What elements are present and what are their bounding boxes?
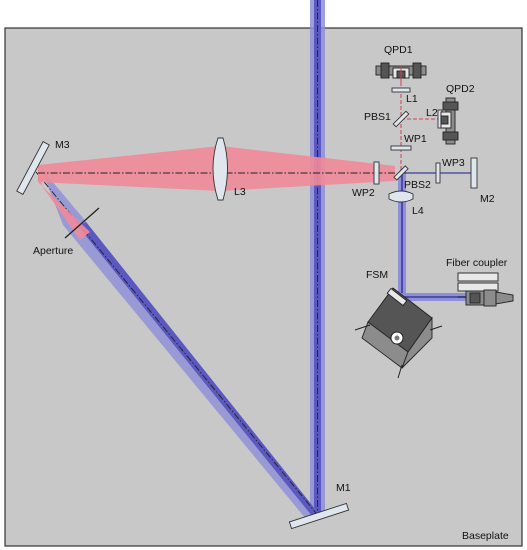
wp2-plate <box>373 161 380 185</box>
m1-mirror <box>288 502 350 530</box>
fiber-coupler <box>457 272 514 307</box>
wp3-plate <box>435 162 441 184</box>
label-m3: M3 <box>55 139 70 151</box>
label-wp2: WP2 <box>352 187 375 199</box>
pbs1-splitter <box>392 110 410 128</box>
m2-mirror <box>470 157 478 189</box>
label-l3: L3 <box>234 186 246 198</box>
label-baseplate: Baseplate <box>462 530 509 542</box>
blue-beam-vertical <box>310 0 325 513</box>
label-l2: L2 <box>426 107 438 119</box>
qpd1-detector <box>375 62 427 84</box>
wp1-plate <box>390 145 412 151</box>
pbs2-splitter <box>393 165 409 181</box>
label-fsm: FSM <box>366 269 388 281</box>
label-l4: L4 <box>412 205 424 217</box>
m3-mirror <box>16 141 50 195</box>
label-pbs2: PBS2 <box>404 179 431 191</box>
qpd2-detector <box>440 97 459 145</box>
label-qpd2: QPD2 <box>446 83 475 95</box>
label-qpd1: QPD1 <box>384 44 413 56</box>
aperture-stop <box>64 207 100 239</box>
label-l1: L1 <box>406 93 418 105</box>
label-aperture: Aperture <box>33 245 73 257</box>
label-fiber-coupler: Fiber coupler <box>446 257 508 269</box>
l1-lens <box>391 87 411 93</box>
fsm-mirror-mount <box>354 287 443 379</box>
label-pbs1: PBS1 <box>364 111 391 123</box>
l3-lens <box>212 137 228 201</box>
l4-lens <box>388 190 414 203</box>
label-wp3: WP3 <box>442 157 465 169</box>
label-m1: M1 <box>336 482 351 494</box>
blue-beam-diagonal <box>35 168 320 519</box>
label-m2: M2 <box>480 193 495 205</box>
label-wp1: WP1 <box>404 133 427 145</box>
